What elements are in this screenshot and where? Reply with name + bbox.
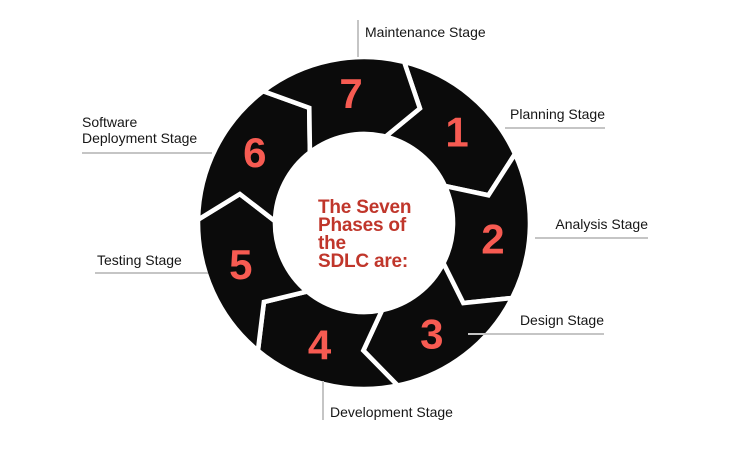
stage-number-7: 7 [339, 70, 362, 117]
label-analysis-stage: Analysis Stage [555, 216, 648, 232]
title-line-2: Phases of the [318, 215, 406, 254]
label-design-stage: Design Stage [519, 312, 604, 328]
testing-leader-line [95, 272, 208, 274]
development-leader-line [322, 381, 324, 420]
stage-segment-7 [258, 54, 423, 157]
maintenance-leader-line [357, 20, 359, 57]
deployment-leader-line [82, 152, 212, 154]
stage-number-6: 6 [243, 129, 266, 176]
title-line-1: The Seven [318, 197, 412, 218]
stage-number-2: 2 [481, 216, 504, 263]
label-testing-stage: Testing Stage [97, 252, 182, 268]
design-leader-line [468, 333, 604, 335]
planning-leader-line [505, 127, 605, 129]
stage-number-4: 4 [308, 322, 332, 369]
stage-number-1: 1 [445, 109, 468, 156]
label-software-deployment-stage: Software Deployment Stage [82, 114, 198, 146]
label-development-stage: Development Stage [330, 404, 453, 420]
analysis-leader-line [535, 237, 648, 239]
stage-number-5: 5 [229, 241, 252, 288]
label-planning-stage: Planning Stage [510, 106, 605, 122]
diagram-title: The Seven Phases of the SDLC are: [318, 197, 438, 272]
title-line-3: SDLC are: [318, 251, 409, 272]
label-maintenance-stage: Maintenance Stage [365, 24, 486, 40]
stage-number-3: 3 [420, 310, 443, 357]
